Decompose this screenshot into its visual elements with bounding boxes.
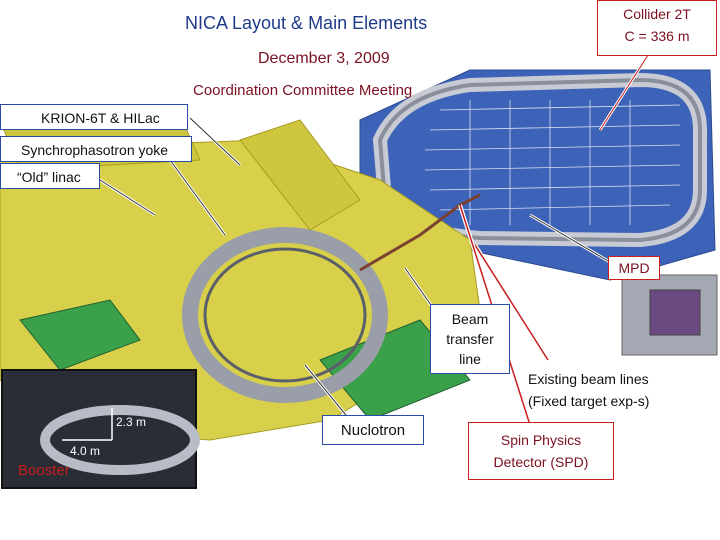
mpd-label-box: MPD xyxy=(608,256,660,280)
date-subtitle: December 3, 2009 xyxy=(258,50,390,68)
synchrophasotron-label: Synchrophasotron yoke xyxy=(21,142,168,158)
beam-transfer-label-box: Beam transfer line xyxy=(430,304,510,374)
existing-label-2: (Fixed target exp-s) xyxy=(528,390,649,412)
spd-label-box: Spin Physics Detector (SPD) xyxy=(468,422,614,480)
spd-label-2: Detector (SPD) xyxy=(469,451,613,473)
collider-label-line1: Collider 2T xyxy=(598,3,716,25)
beam-transfer-label-1: Beam xyxy=(431,309,509,329)
booster-label: Booster xyxy=(18,462,70,479)
collider-label-box: Collider 2T C = 336 m xyxy=(597,0,717,56)
old-linac-label: “Old” linac xyxy=(17,169,81,185)
nuclotron-label: Nuclotron xyxy=(341,422,405,439)
existing-beam-lines-label: Existing beam lines (Fixed target exp-s) xyxy=(528,368,649,412)
collider-label-line2: C = 336 m xyxy=(598,25,716,47)
krion-label-box: KRION-6T & HILac xyxy=(0,104,188,130)
nuclotron-label-box: Nuclotron xyxy=(322,415,424,445)
mpd-label: MPD xyxy=(618,260,649,276)
page-title: NICA Layout & Main Elements xyxy=(185,13,427,34)
existing-label-1: Existing beam lines xyxy=(528,368,649,390)
dim-horizontal-label: 4.0 m xyxy=(70,444,100,458)
beam-transfer-label-3: line xyxy=(431,349,509,369)
synchrophasotron-label-box: Synchrophasotron yoke xyxy=(0,136,192,162)
dim-vertical-label: 2.3 m xyxy=(116,415,146,429)
beam-transfer-label-2: transfer xyxy=(431,329,509,349)
old-linac-label-box: “Old” linac xyxy=(0,163,100,189)
krion-label: KRION-6T & HILac xyxy=(41,110,160,126)
nuclotron-center xyxy=(219,263,351,367)
meeting-subtitle: Coordination Committee Meeting xyxy=(193,82,412,99)
spd-label-1: Spin Physics xyxy=(469,429,613,451)
